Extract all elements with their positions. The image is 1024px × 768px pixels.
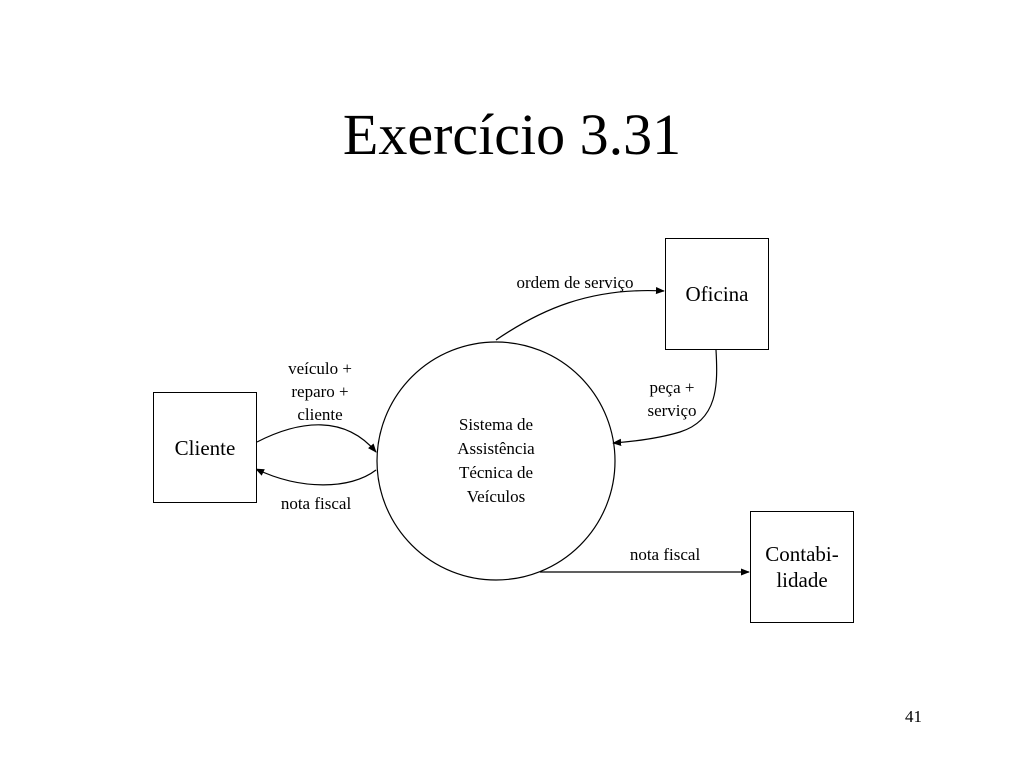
flow-arrow-nota-fiscal-cliente	[255, 468, 377, 486]
process-label: Sistema de Assistência Técnica de Veícul…	[457, 415, 535, 506]
flow-arrow-peca-servico	[612, 349, 718, 446]
flow-label-nota-fiscal-contabilidade: nota fiscal	[629, 545, 701, 564]
flow-arrow-ordem-servico	[495, 286, 665, 341]
flow-label-ordem-servico: ordem de serviço	[516, 273, 634, 292]
flow-label-veiculo-reparo-cliente: veículo + reparo + cliente	[288, 359, 352, 424]
entity-contabilidade-label: Contabi- lidade	[765, 542, 839, 592]
slide-title: Exercício 3.31	[342, 102, 682, 167]
flow-label-nota-fiscal-cliente: nota fiscal	[280, 494, 352, 513]
entity-cliente: Cliente	[153, 392, 257, 503]
page-number: 41	[905, 707, 922, 726]
entity-cliente-label: Cliente	[174, 435, 236, 460]
flow-arrow-veiculo-reparo-cliente	[256, 424, 377, 453]
entity-oficina: Oficina	[665, 238, 769, 350]
entity-oficina-label: Oficina	[685, 282, 749, 306]
process-circle	[376, 341, 616, 581]
flow-label-peca-servico: peça + serviço	[647, 378, 697, 420]
entity-contabilidade: Contabi- lidade	[750, 511, 854, 623]
